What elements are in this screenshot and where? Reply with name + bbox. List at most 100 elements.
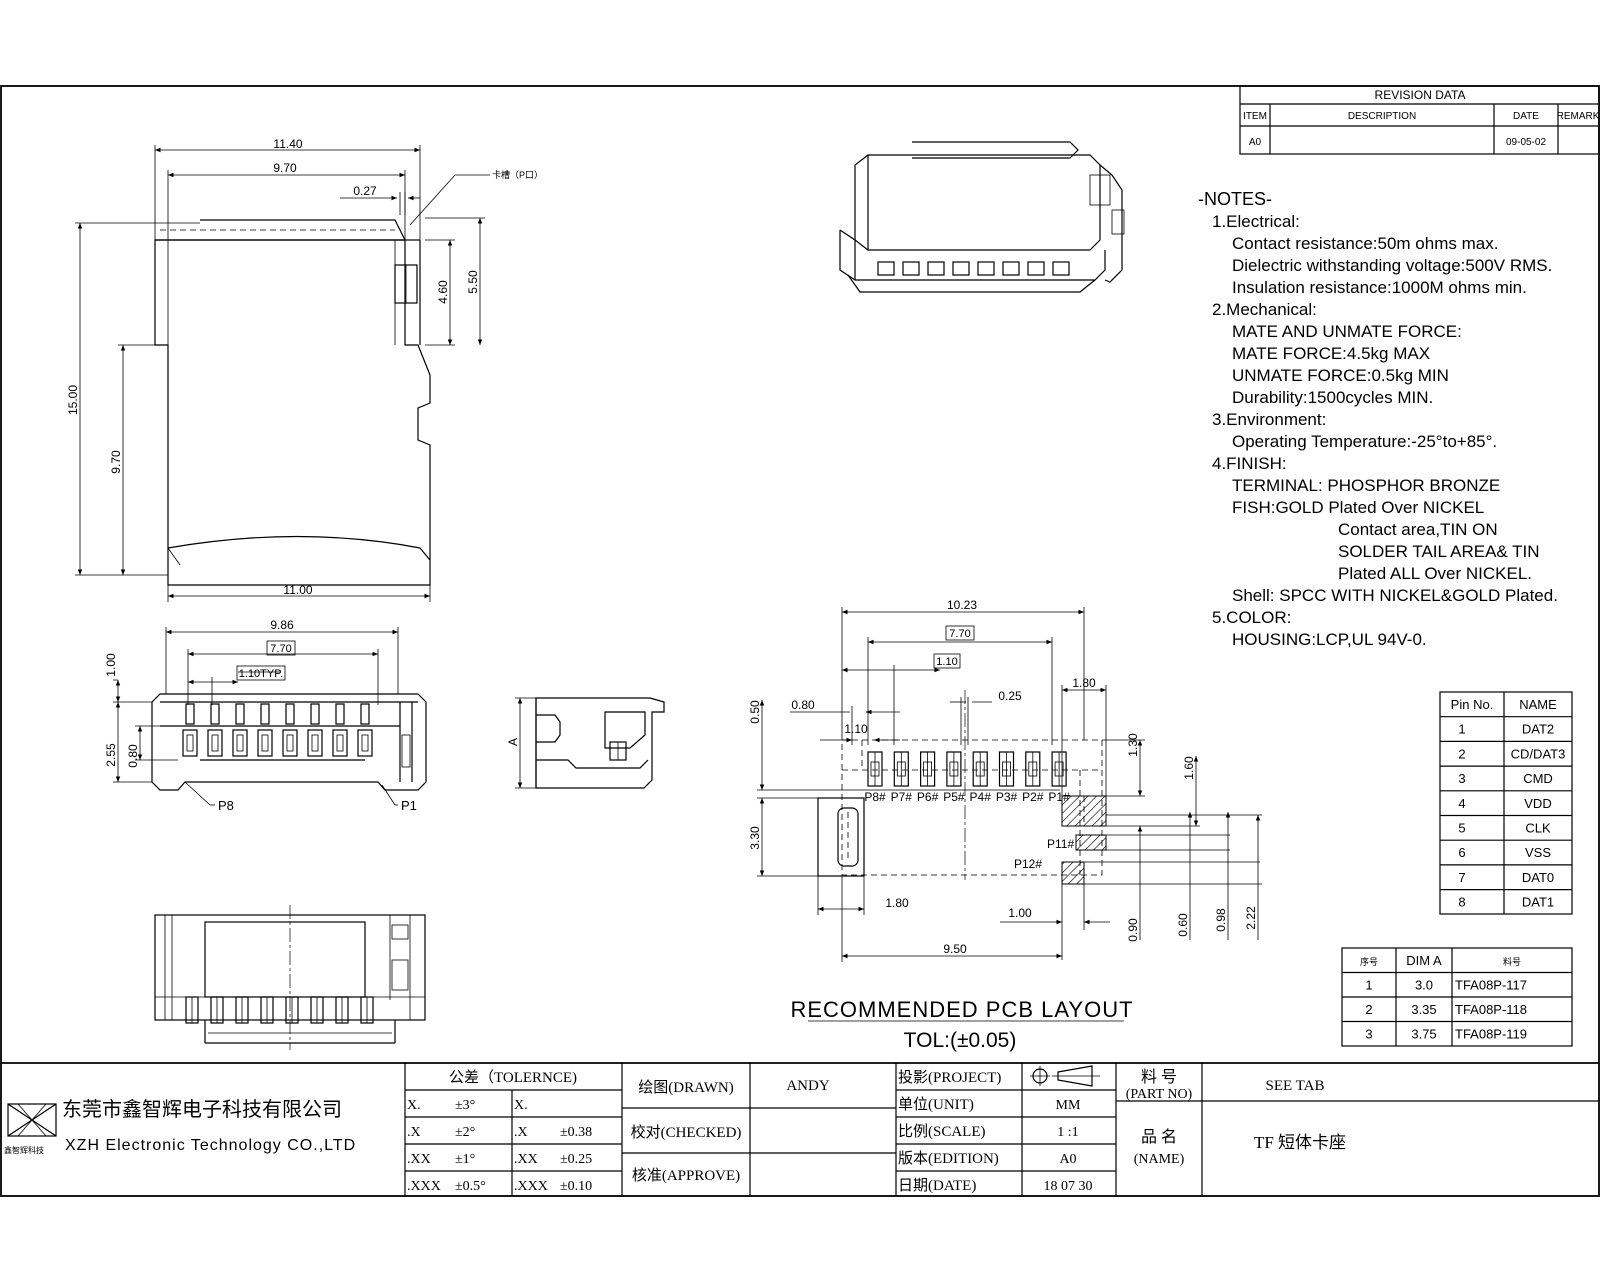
pcb-dim-1-80-top: 1.80 <box>1072 676 1096 690</box>
note-line: HOUSING:LCP,UL 94V-0. <box>1232 630 1427 649</box>
pin-name: CMD <box>1523 771 1553 786</box>
tolerance-angle-prefix: .XXX <box>407 1179 441 1194</box>
pcb-dim-0-60: 0.60 <box>1176 913 1190 937</box>
note-line: Durability:1500cycles MIN. <box>1232 388 1433 407</box>
company-logo <box>7 1103 57 1137</box>
pcb-dim-0-90: 0.90 <box>1126 918 1140 942</box>
date-label: 日期(DATE) <box>898 1177 976 1194</box>
pcb-layout: P8#P7#P6#P5#P4#P3#P2#P1# P11# P12# 10.23… <box>748 598 1262 1052</box>
pcb-label-p11: P11# <box>1047 837 1074 851</box>
title-block: 鑫智辉科技 东莞市鑫智辉电子科技有限公司 XZH Electronic Tech… <box>1 1062 1599 1196</box>
dim-table-part-number: TFA08P-118 <box>1455 1002 1527 1017</box>
pin-name: VDD <box>1524 796 1551 811</box>
tolerance-title: 公差（TOLERNCE) <box>449 1069 577 1086</box>
pcb-pad-inner <box>1054 761 1064 777</box>
pcb-dim-1-00: 1.00 <box>1008 906 1032 920</box>
revision-table: REVISION DATA ITEM DESCRIPTION DATE REMA… <box>1239 85 1600 155</box>
pcb-p12-pad <box>1061 861 1085 885</box>
unit-label: 单位(UNIT) <box>898 1096 974 1113</box>
front-dim-1-00: 1.00 <box>104 653 118 677</box>
pcb-pad-inner <box>870 761 880 777</box>
front-pin-contact <box>282 729 298 757</box>
dim-11-40: 11.40 <box>273 137 302 151</box>
pcb-pad-inner <box>975 761 985 777</box>
pin-number: 1 <box>1458 722 1465 737</box>
pcb-dim-2-22: 2.22 <box>1244 906 1258 930</box>
front-pin-inner <box>261 734 269 752</box>
tolerance-linear-value: ±0.38 <box>560 1125 592 1140</box>
company-name-cn: 东莞市鑫智辉电子科技有限公司 <box>62 1098 342 1121</box>
pcb-pad-inner <box>923 761 932 777</box>
note-line: Insulation resistance:1000M ohms min. <box>1232 278 1527 297</box>
pcb-dim-3-30: 3.30 <box>748 826 762 850</box>
dim-table-index: 1 <box>1365 978 1372 993</box>
name-label-en: (NAME) <box>1134 1152 1185 1167</box>
dim-table-dim-a: 3.75 <box>1411 1027 1436 1042</box>
front-pin-contact <box>357 729 373 757</box>
pcb-dim-0-98: 0.98 <box>1214 908 1228 932</box>
pin-number: 2 <box>1458 746 1465 761</box>
front-pin-inner <box>211 734 219 752</box>
pcb-dim-9-50: 9.50 <box>943 942 967 956</box>
front-pin-inner <box>311 734 319 752</box>
note-line: 5.COLOR: <box>1212 608 1291 627</box>
pin-table-header-name: NAME <box>1519 697 1557 712</box>
pin-table-header-pin: Pin No. <box>1451 697 1494 712</box>
project-label: 投影(PROJECT) <box>898 1069 1001 1086</box>
tolerance-angle-value: ±1° <box>455 1152 475 1167</box>
note-line: TERMINAL: PHOSPHOR BRONZE <box>1232 476 1500 495</box>
front-dim-9-86: 9.86 <box>270 618 294 632</box>
tolerance-linear-prefix: .XXX <box>514 1179 548 1194</box>
revision-header-description: DESCRIPTION <box>1348 111 1416 122</box>
pcb-dim-1-30: 1.30 <box>1126 733 1140 757</box>
revision-header-remark: REMARK <box>1557 111 1600 122</box>
sheet-border <box>0 85 1600 1197</box>
pcb-dim-0-80: 0.80 <box>791 698 815 712</box>
pcb-side-pad <box>817 797 865 877</box>
note-line: MATE FORCE:4.5kg MAX <box>1232 344 1430 363</box>
pcb-dim-10-23: 10.23 <box>947 598 977 612</box>
front-pin-top <box>185 703 195 725</box>
note-line: 1.Electrical: <box>1212 212 1300 231</box>
note-line: Contact area,TIN ON <box>1338 520 1498 539</box>
front-pin-contact <box>207 729 223 757</box>
front-pin-inner <box>361 734 369 752</box>
unit-value: MM <box>1056 1098 1081 1113</box>
pcb-pad-inner <box>1028 761 1038 777</box>
front-pin-inner <box>336 734 344 752</box>
revision-header-item: ITEM <box>1243 111 1267 122</box>
tolerance-angle-value: ±2° <box>455 1125 475 1140</box>
pcb-dim-1-60: 1.60 <box>1182 756 1196 780</box>
scale-value: 1 :1 <box>1057 1125 1078 1140</box>
pcb-pin-label: P4# <box>970 790 992 804</box>
pin-name: DAT1 <box>1522 895 1554 910</box>
front-pin-contact <box>332 729 348 757</box>
note-line: 3.Environment: <box>1212 410 1326 429</box>
pin-number: 5 <box>1458 821 1465 836</box>
pcb-pad-inner <box>1002 761 1011 777</box>
pin-name: VSS <box>1525 845 1551 860</box>
isometric-pin <box>1027 261 1045 276</box>
pcb-pin-label: P7# <box>891 790 913 804</box>
front-pin-inner <box>236 734 244 752</box>
notes-title: -NOTES- <box>1198 189 1272 209</box>
tolerance-linear-prefix: X. <box>514 1098 528 1113</box>
part-value: SEE TAB <box>1266 1078 1325 1094</box>
pin-number: 7 <box>1458 870 1465 885</box>
dim-table-header-part: 料号 <box>1503 956 1521 967</box>
isometric-pin <box>902 261 920 276</box>
dim-table-part-number: TFA08P-117 <box>1455 978 1527 993</box>
front-pin-top <box>260 703 270 725</box>
front-pins <box>182 703 373 757</box>
dim-4-60: 4.60 <box>436 280 450 304</box>
front-view: 9.86 7.70 1.10TYP. 1.00 2.55 0.80 P8 P1 <box>104 618 427 813</box>
isometric-pins <box>877 261 1070 276</box>
note-line: Operating Temperature:-25°to+85°. <box>1232 432 1497 451</box>
front-label-p8: P8 <box>218 798 234 813</box>
pcb-pin-label: P6# <box>917 790 939 804</box>
front-pin-contact <box>182 729 198 757</box>
approve-label: 核准(APPROVE) <box>632 1167 740 1184</box>
company-name-en: XZH Electronic Technology CO.,LTD <box>65 1137 356 1154</box>
revision-row-date: 09-05-02 <box>1506 137 1546 148</box>
